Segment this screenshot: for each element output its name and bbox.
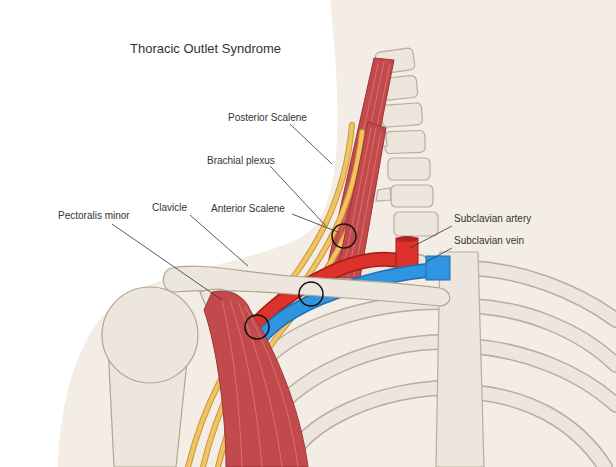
part-label: Subclavian artery [454, 213, 531, 225]
pectoralis-minor-muscle [204, 291, 308, 467]
part-label: Brachial plexus [207, 155, 275, 167]
part-label: Posterior Scalene [228, 112, 307, 124]
leader-lines [112, 124, 452, 300]
part-label: Clavicle [152, 202, 187, 214]
part-label: Pectoralis minor [58, 210, 130, 222]
part-label: Anterior Scalene [211, 203, 285, 215]
diagram-title: Thoracic Outlet Syndrome [130, 41, 281, 56]
sternum [436, 252, 484, 467]
body-silhouette [58, 0, 616, 467]
part-label: Subclavian vein [454, 235, 524, 247]
compression-circles [245, 224, 356, 339]
